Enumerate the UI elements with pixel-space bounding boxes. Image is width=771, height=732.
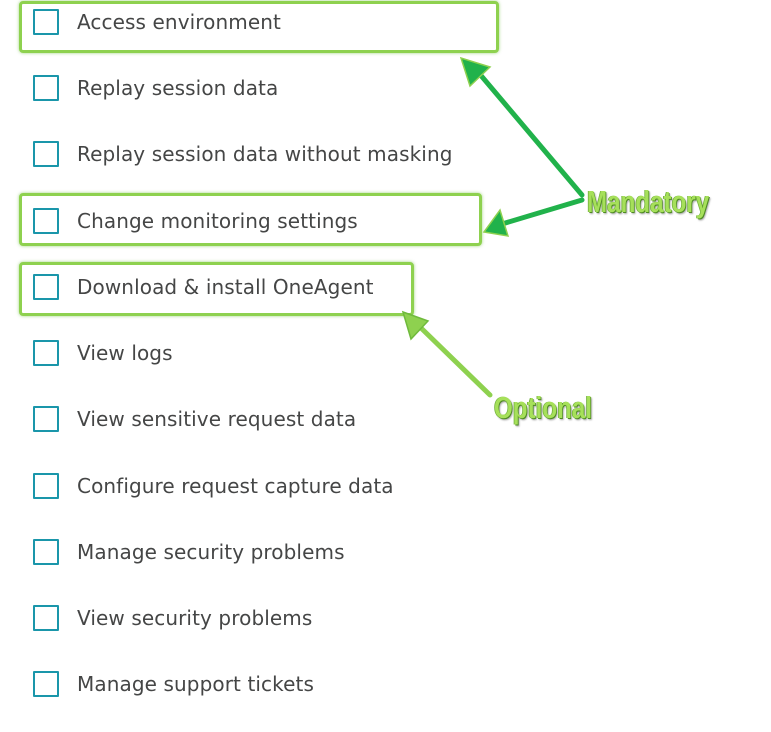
permission-replay-session-data[interactable]: Replay session data <box>33 72 278 104</box>
checkbox[interactable] <box>33 208 59 234</box>
permission-download-install-oneagent[interactable]: Download & install OneAgent <box>33 271 374 303</box>
checkbox[interactable] <box>33 9 59 35</box>
optional-arrow-icon <box>401 310 493 398</box>
checkbox[interactable] <box>33 605 59 631</box>
permission-replay-without-masking[interactable]: Replay session data without masking <box>33 138 453 170</box>
checkbox[interactable] <box>33 141 59 167</box>
permission-configure-request-capture[interactable]: Configure request capture data <box>33 470 394 502</box>
permission-label: Replay session data <box>77 76 279 100</box>
mandatory-label: Mandatory <box>587 184 710 219</box>
checkbox[interactable] <box>33 406 59 432</box>
checkbox[interactable] <box>33 671 59 697</box>
permission-label: Change monitoring settings <box>77 209 358 233</box>
mandatory-arrow-up-icon <box>459 56 585 198</box>
checkbox[interactable] <box>33 539 59 565</box>
permission-label: Configure request capture data <box>77 474 394 498</box>
optional-label: Optional <box>494 390 593 425</box>
permission-label: Replay session data without masking <box>77 142 453 166</box>
checkbox[interactable] <box>33 75 59 101</box>
permission-label: Access environment <box>77 10 281 34</box>
checkbox[interactable] <box>33 473 59 499</box>
permission-view-sensitive-request-data[interactable]: View sensitive request data <box>33 403 356 435</box>
permission-label: Manage security problems <box>77 540 345 564</box>
permission-label: View security problems <box>77 606 313 630</box>
permission-label: Download & install OneAgent <box>77 275 374 299</box>
permission-manage-support-tickets[interactable]: Manage support tickets <box>33 668 314 700</box>
permission-view-logs[interactable]: View logs <box>33 337 173 369</box>
optional-callout: Optional <box>494 390 592 426</box>
mandatory-arrow-left-icon <box>482 197 585 237</box>
permission-label: View logs <box>77 341 173 365</box>
permission-manage-security-problems[interactable]: Manage security problems <box>33 536 345 568</box>
permission-access-environment[interactable]: Access environment <box>33 6 281 38</box>
permission-label: Manage support tickets <box>77 672 314 696</box>
permission-view-security-problems[interactable]: View security problems <box>33 602 312 634</box>
permission-label: View sensitive request data <box>77 407 357 431</box>
mandatory-callout: Mandatory <box>587 184 709 220</box>
permission-change-monitoring-settings[interactable]: Change monitoring settings <box>33 205 358 237</box>
checkbox[interactable] <box>33 274 59 300</box>
checkbox[interactable] <box>33 340 59 366</box>
